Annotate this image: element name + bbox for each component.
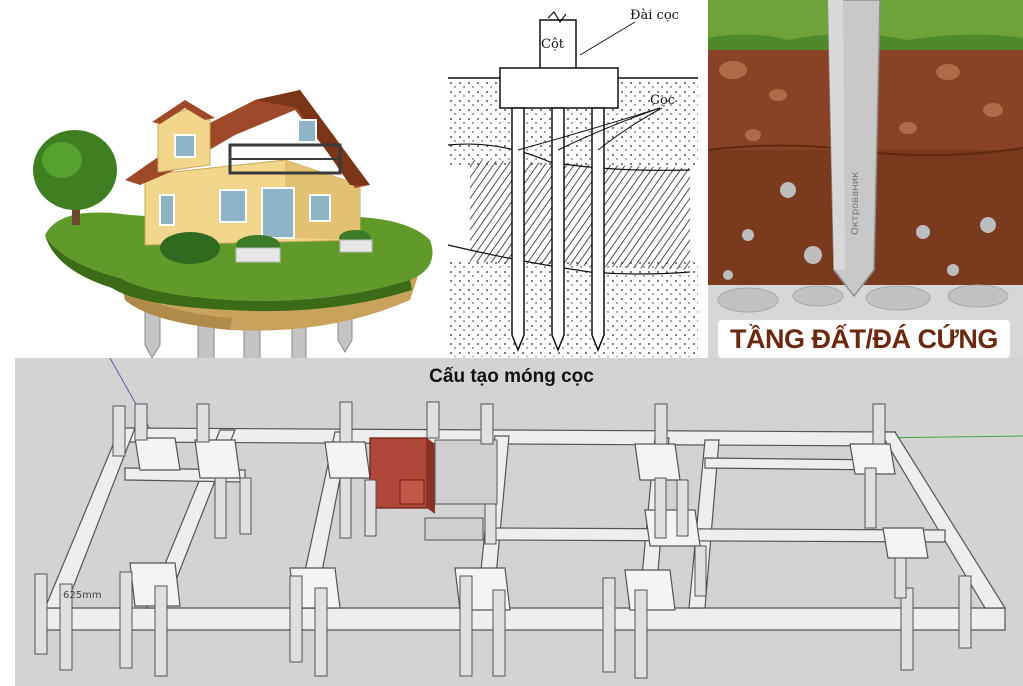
bottom-soil-layer	[448, 262, 698, 357]
house-illustration	[0, 0, 440, 360]
caption: Cấu tạo móng cọc	[429, 366, 594, 387]
pile-label: Cọc	[650, 93, 675, 108]
pile-cap-label: Đài cọc	[630, 8, 679, 23]
pile-marking: Октрованик	[850, 172, 861, 235]
column	[539, 19, 577, 71]
pile-cap	[499, 67, 619, 109]
hatched-soil-layer	[470, 160, 690, 270]
hard-layer-label: TẦNG ĐẤT/ĐÁ CỨNG	[718, 320, 1010, 358]
column-label: Cột	[541, 37, 565, 52]
dimension-text: 625mm	[63, 590, 102, 601]
piles	[511, 107, 605, 353]
hard-layer-illustration: Октрованик TẦNG ĐẤT/ĐÁ CỨNG	[708, 0, 1023, 362]
pile-section-diagram: Cột Đài cọc Cọc	[440, 0, 708, 360]
foundation-3d-model: 625mm	[15, 358, 1023, 686]
foundation-piles	[34, 401, 972, 679]
